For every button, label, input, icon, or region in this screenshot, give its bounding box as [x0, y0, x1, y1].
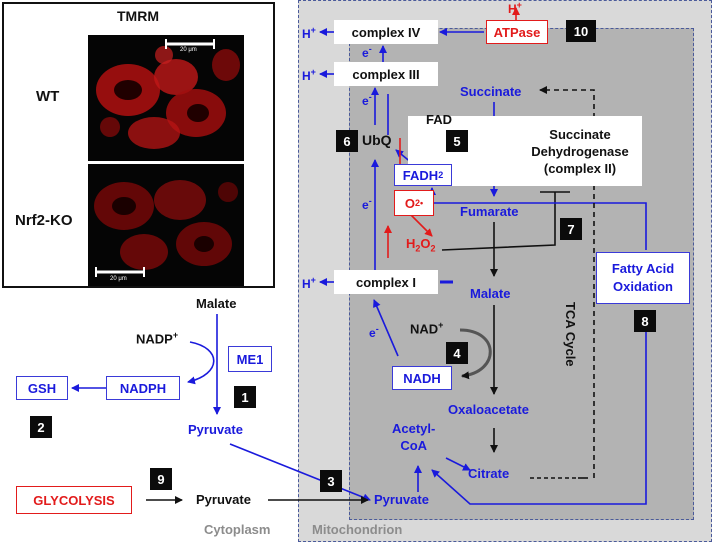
- wt-row-label: WT: [36, 88, 60, 105]
- gsh-box: GSH: [16, 376, 68, 400]
- acetyl-coa-label: Acetyl- CoA: [392, 421, 436, 453]
- h-plus-complex-i: H+: [302, 275, 316, 291]
- microscopy-panel: TMRM WT Nrf2-KO 20 μm: [2, 2, 275, 288]
- nrf2-ko-scale-bar-label: 20 μm: [110, 276, 127, 282]
- badge-3: 3: [320, 470, 342, 492]
- nrf2-ko-fluorescence-image: [94, 180, 238, 277]
- complex-iv-box: complex IV: [334, 20, 438, 44]
- me1-box: ME1: [228, 346, 272, 372]
- wt-micrograph: 20 μm: [88, 35, 244, 161]
- nadp-label: NADP+: [136, 330, 179, 347]
- badge-10: 10: [566, 20, 596, 42]
- h-plus-atpase: H+: [508, 0, 522, 16]
- malate-mito-label: Malate: [470, 286, 511, 301]
- wt-scale-bar-label: 20 μm: [180, 47, 197, 53]
- pyruvate-cyto-blue-label: Pyruvate: [188, 422, 243, 437]
- pyruvate-cyto-black-label: Pyruvate: [196, 492, 251, 507]
- electron-label-1: e-: [362, 44, 372, 60]
- oxaloacetate-label: Oxaloacetate: [448, 402, 529, 417]
- ubq-label: UbQ: [362, 132, 392, 148]
- microscopy-title: TMRM: [117, 8, 159, 24]
- tca-cycle-label: TCA Cycle: [563, 302, 578, 367]
- h-plus-complex-iii: H+: [302, 67, 316, 83]
- h2o2-label: H2O2: [406, 236, 436, 254]
- nrf2-ko-row-label: Nrf2-KO: [15, 212, 73, 229]
- badge-8: 8: [634, 310, 656, 332]
- nadph-box: NADPH: [106, 376, 180, 400]
- badge-9: 9: [150, 468, 172, 490]
- nadh-box: NADH: [392, 366, 452, 390]
- badge-6: 6: [336, 130, 358, 152]
- badge-7: 7: [560, 218, 582, 240]
- badge-1: 1: [234, 386, 256, 408]
- pyruvate-mito-label: Pyruvate: [374, 492, 429, 507]
- wt-fluorescence-image: [96, 39, 240, 149]
- citrate-label: Citrate: [468, 466, 510, 481]
- complex-i-box: complex I: [334, 270, 438, 294]
- mitochondrion-label: Mitochondrion: [312, 522, 403, 537]
- fumarate-label: Fumarate: [460, 204, 519, 219]
- badge-2: 2: [30, 416, 52, 438]
- glycolysis-box: GLYCOLYSIS: [16, 486, 132, 514]
- badge-4: 4: [446, 342, 468, 364]
- h-plus-complex-iv: H+: [302, 25, 316, 41]
- nad-label: NAD+: [410, 320, 444, 337]
- badge-5: 5: [446, 130, 468, 152]
- sdh-line-2: Dehydrogenase: [531, 143, 629, 159]
- sdh-line-1: Succinate: [549, 126, 611, 142]
- complex-iii-box: complex III: [334, 62, 438, 86]
- malate-cyto-label: Malate: [196, 296, 237, 311]
- electron-label-5: e-: [369, 324, 379, 340]
- fatty-acid-oxidation-box: Fatty Acid Oxidation: [596, 252, 690, 304]
- atpase-box: ATPase: [486, 20, 548, 44]
- sdh-line-3: (complex II): [543, 160, 617, 176]
- cytoplasm-label: Cytoplasm: [204, 522, 271, 537]
- succinate-label: Succinate: [460, 84, 522, 99]
- fad-label: FAD: [426, 112, 452, 127]
- nrf2-ko-micrograph: 20 μm: [88, 164, 244, 286]
- electron-label-3: e-: [362, 196, 372, 212]
- electron-label-2: e-: [362, 92, 372, 108]
